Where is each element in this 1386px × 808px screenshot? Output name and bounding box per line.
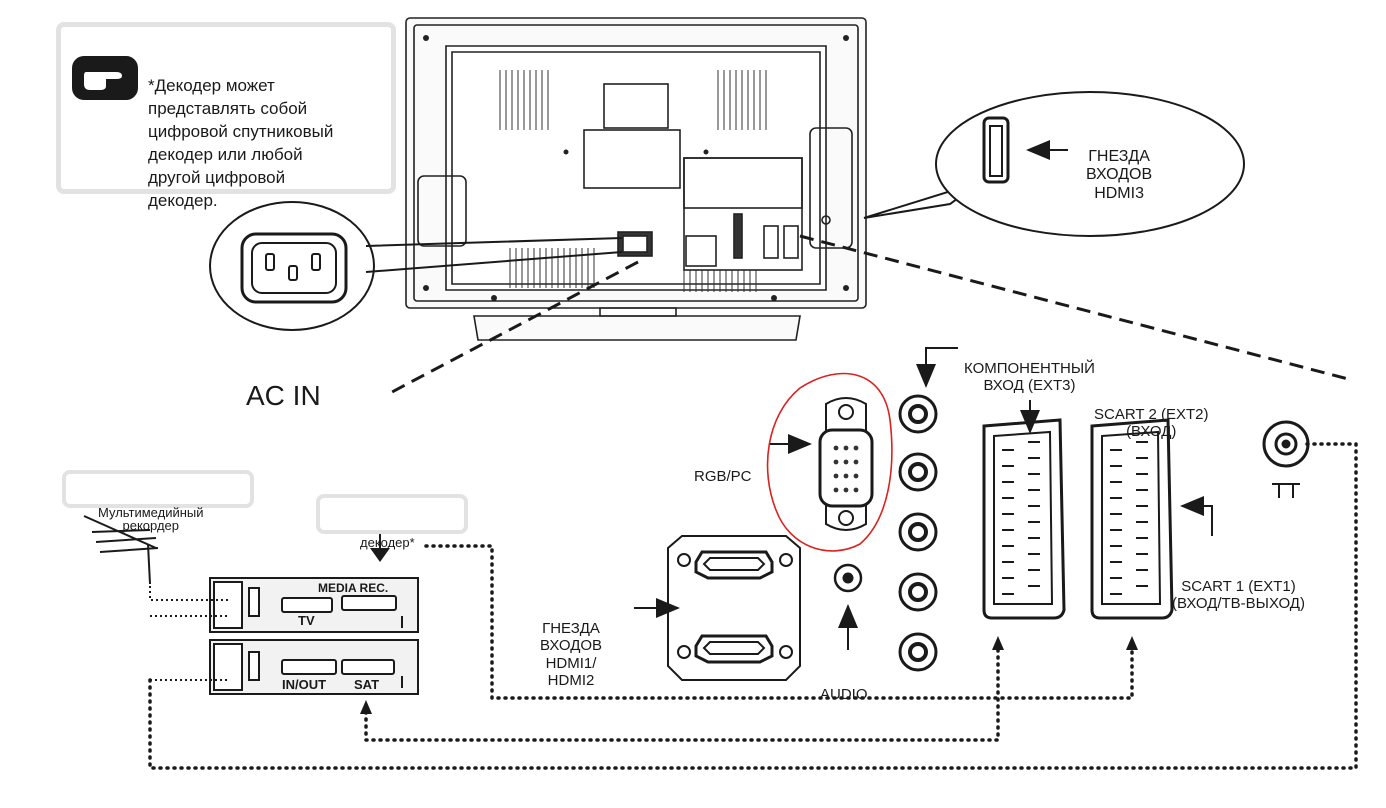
tv-device-label: TV [298,613,315,628]
scart1-port [1090,418,1213,620]
audio-jack [833,563,863,650]
in-out-device-label: IN/OUT [282,677,327,692]
scart2-port [982,400,1066,620]
scart2-label: SCART 2 (EXT2) (ВХОД) [1094,406,1209,441]
rca-jacks [898,394,938,672]
cable-connections-thin [149,586,230,681]
recorder-label-box [62,470,254,508]
cable-connections [148,442,1358,770]
media-recorder-label: Мультимедийный рекордер [98,505,204,533]
component-label: КОМПОНЕНТНЫЙ ВХОД (EXT3) [964,360,1095,395]
hdmi12-ports [634,535,801,681]
rgb-pc-label: RGB/PC [694,468,752,485]
antenna-input [1262,420,1310,498]
ac-in-callout [209,201,623,331]
highlight-circle [766,372,893,552]
vga-port [818,397,874,531]
recorder-antenna-icon [83,515,159,585]
component-arrow [916,347,958,388]
dashed-leaders [391,234,1353,394]
pointing-hand-icon [72,56,138,100]
ac-in-label: AC IN [246,380,321,411]
audio-label: AUDIO [820,686,868,703]
external-devices [209,577,419,695]
scart1-label: SCART 1 (EXT1) (ВХОД/ТВ-ВЫХОД) [1172,578,1305,613]
note-text: *Декодер может представлять собой цифров… [148,76,334,210]
cable-arrowheads [360,548,1138,714]
note-box [56,22,396,194]
hdmi12-label: ГНЕЗДА ВХОДОВ HDMI1/ HDMI2 [540,620,603,689]
decoder-label: декодер* [360,535,415,550]
tv-back [405,17,867,341]
decoder-label-box [316,494,468,534]
hdmi3-callout [863,91,1245,237]
media-rec-device-label: MEDIA REC. [318,581,389,595]
sat-device-label: SAT [354,677,380,692]
hdmi3-label: ГНЕЗДА ВХОДОВ HDMI3 [1086,148,1153,202]
